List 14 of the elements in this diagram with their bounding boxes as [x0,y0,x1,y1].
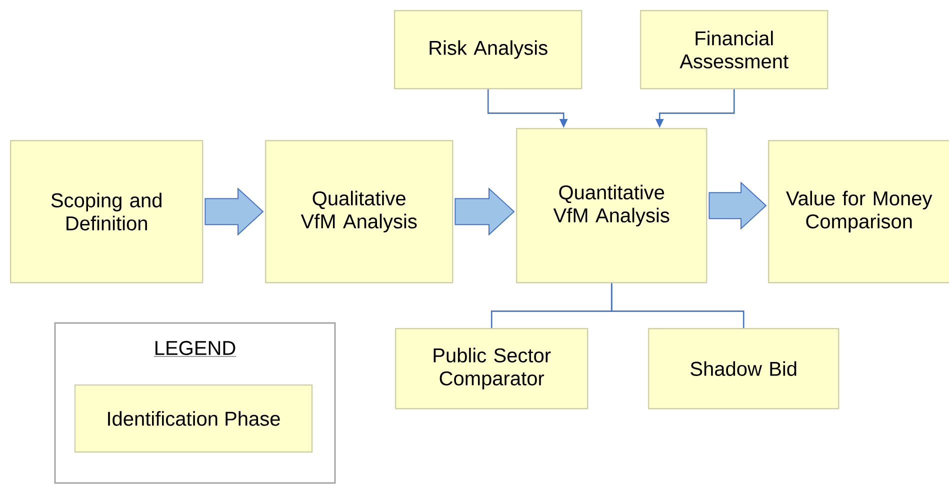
process-box: Risk Analysis [394,10,582,90]
process-box: Qualitative VfM Analysis [265,140,454,284]
legend-text: Identification Phase [108,411,280,426]
block-arrow [708,181,767,230]
process-box: Shadow Bid [648,328,840,410]
legend-title: LEGEND [154,340,236,357]
block-arrow [204,187,264,236]
block-arrow [454,187,515,236]
process-box: Scoping and Definition [10,140,204,284]
process-box: Financial Assessment [640,10,828,90]
process-box: Quantitative VfM Analysis [516,128,708,284]
connector-line [610,283,744,328]
process-box: Public Sector Comparator [395,328,588,410]
process-box: Value for Money Comparison [768,140,949,284]
